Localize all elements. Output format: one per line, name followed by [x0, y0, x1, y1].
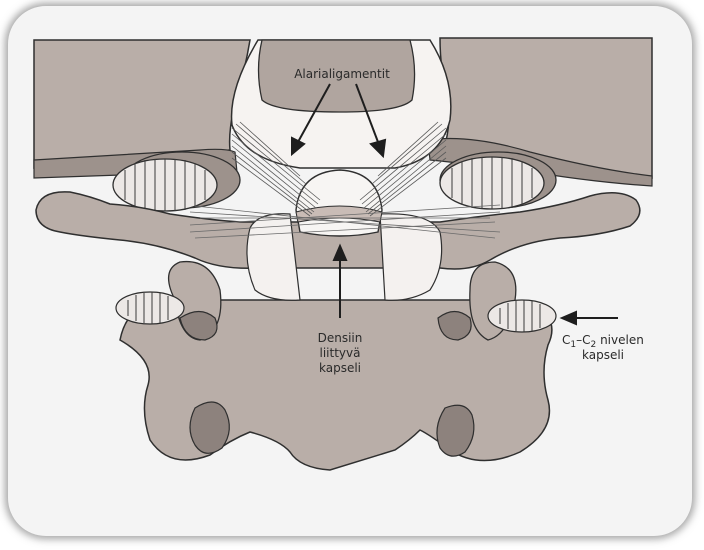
label-dens-line1: Densiin: [318, 331, 363, 345]
anatomy-illustration: Alarialigamentit Densiin liittyvä kapsel…: [8, 6, 692, 536]
capsule-c1c2-right: [488, 300, 556, 332]
arrow-c1c2-capsule: [562, 312, 618, 324]
label-dens-line2: liittyvä: [320, 346, 361, 360]
dens: [296, 170, 382, 236]
axis-dark-left: [190, 402, 229, 453]
label-alar-ligaments: Alarialigamentit: [294, 67, 390, 81]
label-dens-line3: kapseli: [319, 361, 361, 375]
capsule-atlanto-occipital-left: [113, 159, 217, 211]
capsule-c1c2-left: [116, 292, 184, 324]
label-c-rest: nivelen: [596, 333, 644, 347]
label-c1c2-line2: kapseli: [582, 348, 624, 362]
figure-frame: Alarialigamentit Densiin liittyvä kapsel…: [8, 6, 692, 536]
capsule-atlanto-occipital-right: [440, 157, 544, 209]
label-c-main: C: [562, 333, 570, 347]
label-c-dash: –C: [576, 333, 590, 347]
